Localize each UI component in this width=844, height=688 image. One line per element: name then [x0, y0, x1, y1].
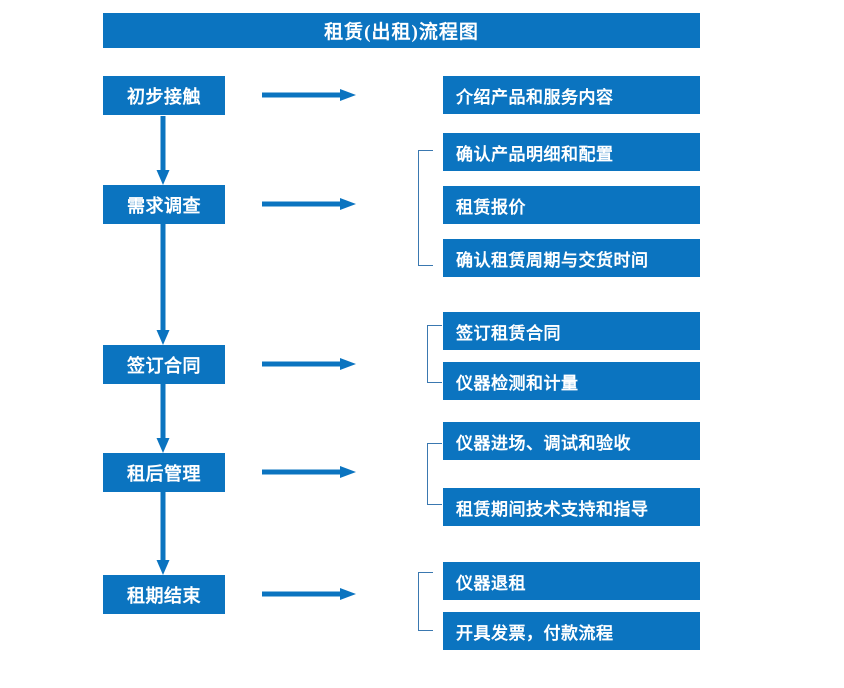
stage-box-post-rental-management[interactable]: 租后管理	[103, 453, 225, 492]
down-arrow-icon-1	[156, 116, 170, 185]
stage-box-initial-contact[interactable]: 初步接触	[103, 76, 225, 115]
detail-box-sign-rental-contract[interactable]: 签订租赁合同	[443, 312, 700, 350]
detail-box-rental-quotation[interactable]: 租赁报价	[443, 186, 700, 224]
right-arrow-icon-5	[262, 588, 356, 600]
detail-box-instrument-return[interactable]: 仪器退租	[443, 562, 700, 600]
stage-box-sign-contract[interactable]: 签订合同	[103, 345, 225, 384]
right-arrow-icon-2	[262, 198, 356, 210]
detail-box-introduce-products[interactable]: 介绍产品和服务内容	[443, 76, 700, 114]
detail-box-invoice-payment[interactable]: 开具发票，付款流程	[443, 612, 700, 650]
group-bracket-icon-end	[418, 572, 433, 631]
group-bracket-icon-contract	[427, 325, 442, 383]
right-arrow-icon-1	[262, 89, 356, 101]
down-arrow-icon-2	[156, 224, 170, 345]
stage-box-rental-end[interactable]: 租期结束	[103, 575, 225, 614]
down-arrow-icon-3	[156, 384, 170, 453]
detail-box-confirm-period-delivery[interactable]: 确认租赁周期与交货时间	[443, 239, 700, 277]
right-arrow-icon-3	[262, 358, 356, 370]
detail-box-instrument-inspection[interactable]: 仪器检测和计量	[443, 362, 700, 400]
detail-box-technical-support[interactable]: 租赁期间技术支持和指导	[443, 488, 700, 526]
detail-box-confirm-product-spec[interactable]: 确认产品明细和配置	[443, 133, 700, 171]
diagram-title: 租赁(出租)流程图	[103, 13, 700, 48]
detail-box-instrument-entry-commissioning[interactable]: 仪器进场、调试和验收	[443, 422, 700, 460]
group-bracket-icon-management	[427, 443, 442, 505]
right-arrow-icon-4	[262, 466, 356, 478]
stage-box-requirement-survey[interactable]: 需求调查	[103, 185, 225, 224]
down-arrow-icon-4	[156, 492, 170, 575]
group-bracket-icon-requirement	[418, 150, 433, 266]
